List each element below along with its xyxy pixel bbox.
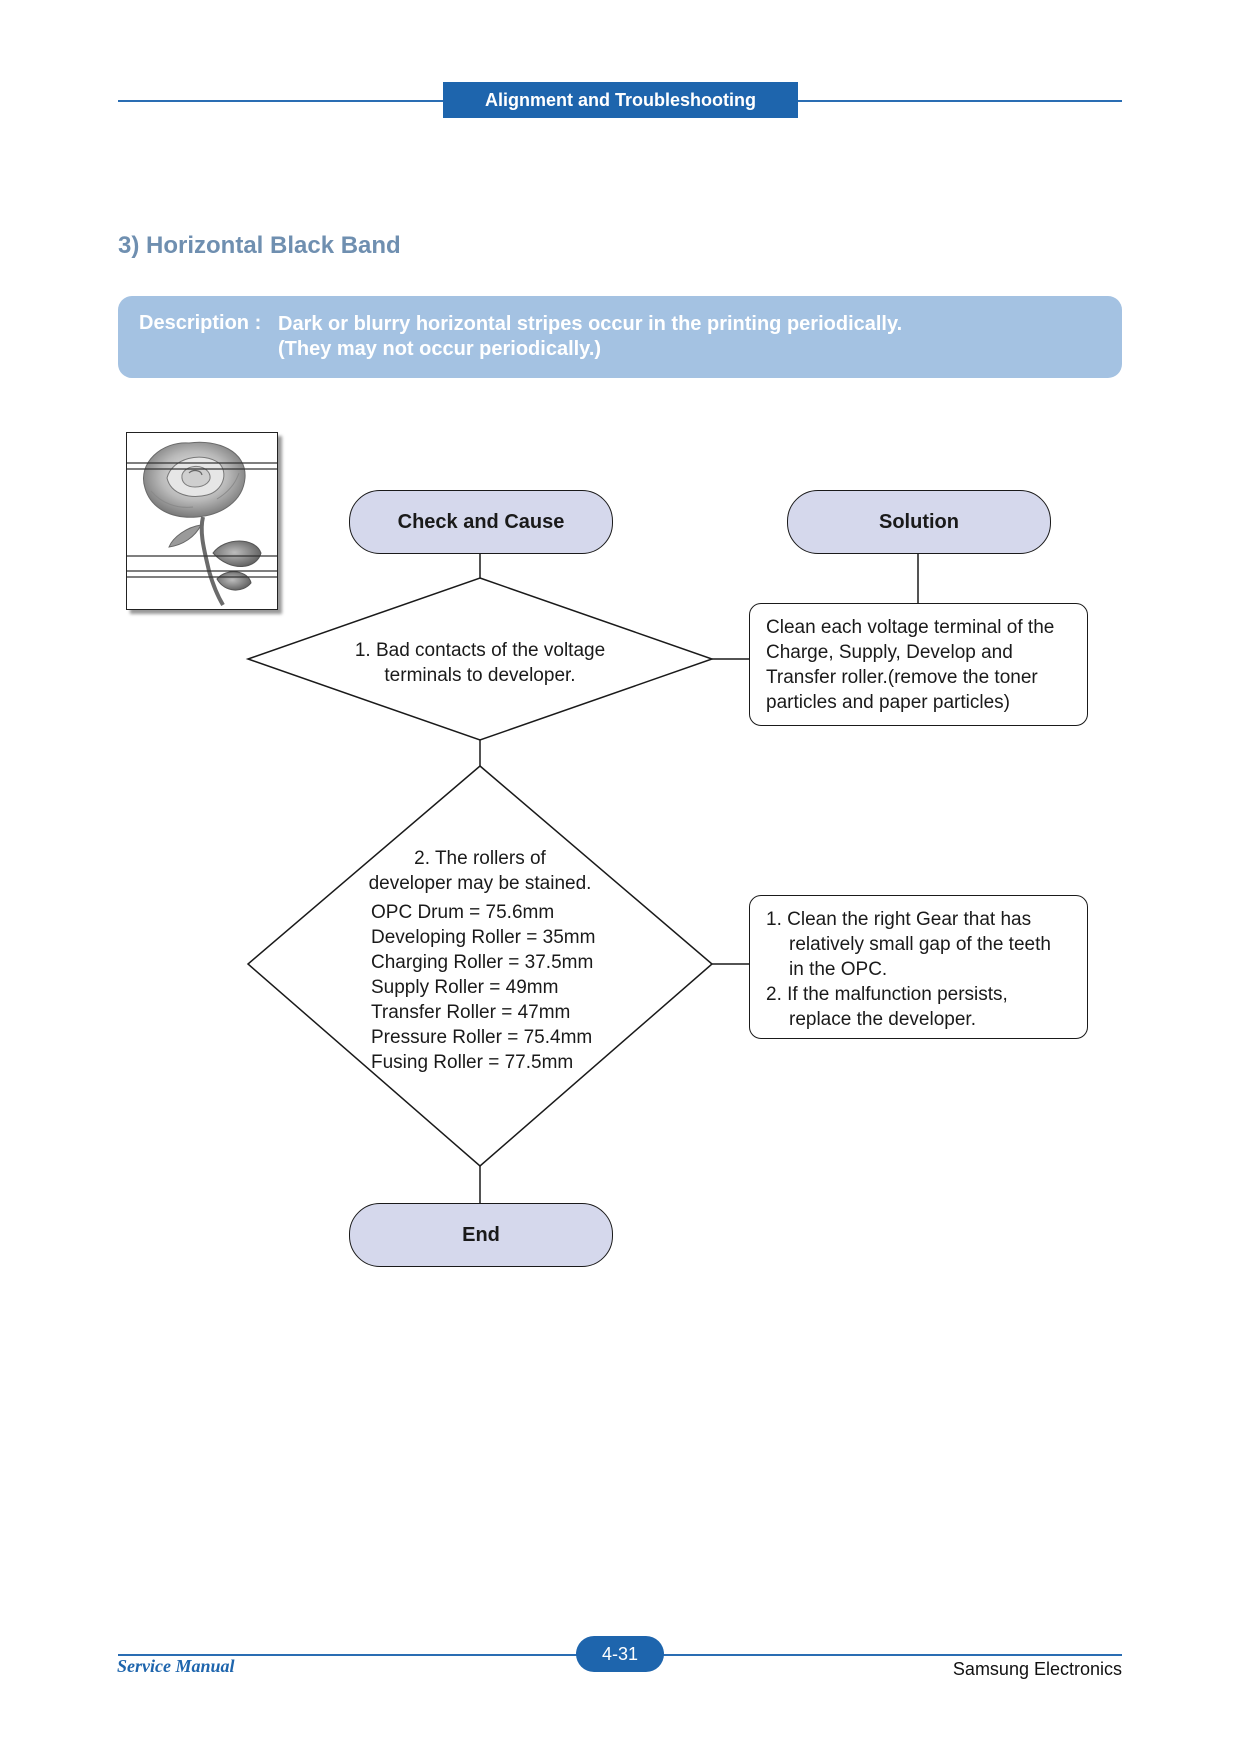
check-and-cause-header: Check and Cause xyxy=(349,490,613,554)
solution2-box: 1. Clean the right Gear that has relativ… xyxy=(749,895,1088,1039)
header-rule-right xyxy=(795,100,1122,102)
page-number: 4-31 xyxy=(576,1636,664,1672)
decision1-text: 1. Bad contacts of the voltage terminals… xyxy=(330,638,630,688)
solution2-item1-line-2: relatively small gap of the teeth xyxy=(789,934,1051,955)
solution1-line-4: particles and paper particles) xyxy=(766,692,1010,713)
header-chapter-tab: Alignment and Troubleshooting xyxy=(443,82,798,118)
description-text: Dark or blurry horizontal stripes occur … xyxy=(278,312,902,362)
footer-rule-right xyxy=(660,1654,1122,1656)
solution2-item1-line-3: in the OPC. xyxy=(789,959,888,980)
decision2-line-1: 2. The rollers of xyxy=(414,848,546,869)
spec-item: Supply Roller = 49mm xyxy=(371,977,559,998)
description-line-1: Dark or blurry horizontal stripes occur … xyxy=(278,313,903,335)
rose-image xyxy=(127,441,277,607)
spec-item: Fusing Roller = 77.5mm xyxy=(371,1052,574,1073)
solution2-item2-line-2: replace the developer. xyxy=(789,1009,976,1030)
solution1-line-2: Charge, Supply, Develop and xyxy=(766,642,1013,663)
header-rule-left xyxy=(118,100,448,102)
decision2-roller-list: OPC Drum = 75.6mm Developing Roller = 35… xyxy=(371,900,595,1075)
description-label: Description : xyxy=(139,312,262,334)
footer-rule-left xyxy=(118,1654,580,1656)
solution2-item1-line-1: 1. Clean the right Gear that has xyxy=(766,909,1032,930)
section-title: 3) Horizontal Black Band xyxy=(118,232,401,259)
spec-item: OPC Drum = 75.6mm xyxy=(371,902,555,923)
description-box: Description : Dark or blurry horizontal … xyxy=(118,296,1122,378)
solution1-box: Clean each voltage terminal of the Charg… xyxy=(749,603,1088,726)
defect-sample-image xyxy=(126,432,278,610)
solution1-line-3: Transfer roller.(remove the toner xyxy=(766,667,1038,688)
description-line-2: (They may not occur periodically.) xyxy=(278,338,602,360)
end-terminal: End xyxy=(349,1203,613,1267)
footer-company: Samsung Electronics xyxy=(952,1659,1122,1679)
decision2-line-2: developer may be stained. xyxy=(368,873,592,894)
spec-item: Charging Roller = 37.5mm xyxy=(371,952,594,973)
decision2-text: 2. The rollers of developer may be stain… xyxy=(330,846,630,896)
solution2-item2-line-1: 2. If the malfunction persists, xyxy=(766,984,1008,1005)
spec-item: Transfer Roller = 47mm xyxy=(371,1002,571,1023)
decision1-line-2: terminals to developer. xyxy=(384,665,576,686)
solution-header: Solution xyxy=(787,490,1051,554)
decision1-line-1: 1. Bad contacts of the voltage xyxy=(354,640,606,661)
spec-item: Developing Roller = 35mm xyxy=(371,927,596,948)
solution1-line-1: Clean each voltage terminal of the xyxy=(766,617,1055,638)
footer-service-manual: Service Manual xyxy=(117,1656,235,1676)
spec-item: Pressure Roller = 75.4mm xyxy=(371,1027,593,1048)
